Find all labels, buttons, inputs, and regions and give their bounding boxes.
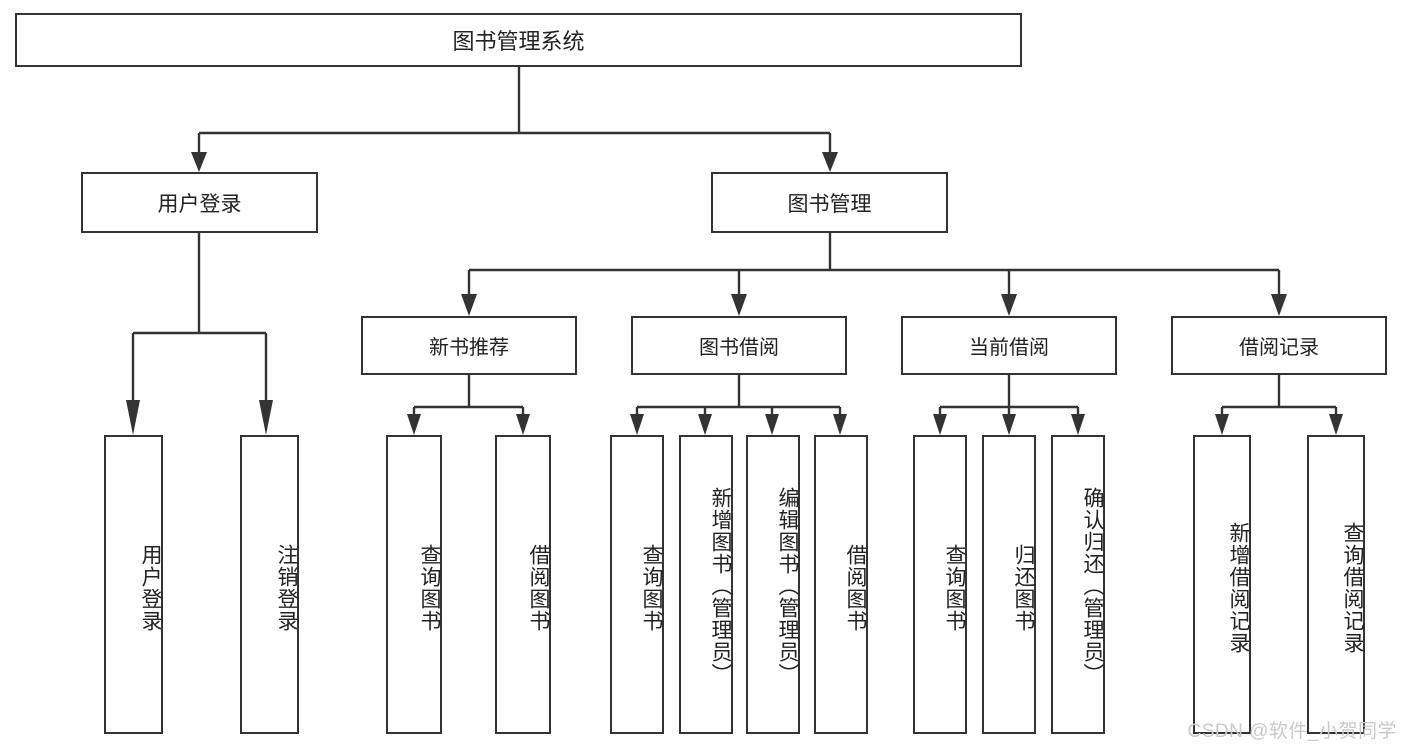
csdn-watermark: CSDN @软件_小贺同学 [1187, 721, 1397, 742]
node-book-management[interactable]: 图书管理 [711, 172, 948, 233]
leaf-add-book-admin[interactable]: 新增图书（管理员） [679, 435, 733, 734]
arrowhead-leaf-1 [126, 400, 140, 435]
node-label: 图书管理 [787, 192, 872, 216]
arrowhead-leaf-13 [1329, 414, 1343, 435]
node-label: 图书借阅 [699, 337, 779, 359]
node-current-borrow[interactable]: 当前借阅 [901, 316, 1117, 375]
node-label: 注销登录 [275, 543, 298, 632]
arrowhead-leaf-6 [698, 414, 712, 435]
node-label: 新书推荐 [429, 337, 509, 359]
node-label: 新增图书（管理员） [709, 486, 732, 685]
node-label: 确认归还（管理员） [1081, 486, 1104, 685]
node-label: 借阅图书 [527, 543, 550, 632]
arrowhead-leaf-5 [630, 414, 644, 435]
arrowhead-book-mgmt [822, 152, 838, 172]
node-borrow-record[interactable]: 借阅记录 [1171, 316, 1387, 375]
leaf-return-book[interactable]: 归还图书 [982, 435, 1036, 734]
arrowhead-leaf-11 [1071, 414, 1085, 435]
node-label: 图书管理系统 [452, 29, 585, 54]
node-root-book-management-system[interactable]: 图书管理系统 [15, 13, 1022, 67]
arrowhead-current-borrow [1001, 294, 1017, 316]
node-label: 借阅记录 [1239, 337, 1319, 359]
leaf-search-book-current[interactable]: 查询图书 [913, 435, 967, 734]
node-user-login[interactable]: 用户登录 [81, 172, 318, 233]
node-label: 新增借阅记录 [1227, 521, 1250, 654]
arrowhead-user-login [191, 152, 207, 172]
arrowhead-borrow [731, 294, 747, 316]
leaf-search-borrow-record[interactable]: 查询借阅记录 [1307, 435, 1365, 734]
node-label: 查询借阅记录 [1341, 521, 1364, 654]
leaf-logout[interactable]: 注销登录 [240, 435, 299, 734]
leaf-borrow-book-recommend[interactable]: 借阅图书 [495, 435, 551, 734]
node-label: 当前借阅 [969, 337, 1049, 359]
arrowhead-leaf-4 [516, 414, 530, 435]
leaf-add-borrow-record[interactable]: 新增借阅记录 [1193, 435, 1251, 734]
node-label: 编辑图书（管理员） [776, 486, 799, 685]
leaf-search-book-borrow[interactable]: 查询图书 [610, 435, 664, 734]
leaf-search-book-recommend[interactable]: 查询图书 [386, 435, 442, 734]
node-new-book-recommend[interactable]: 新书推荐 [361, 316, 577, 375]
arrowhead-leaf-2 [259, 400, 273, 435]
node-book-borrow[interactable]: 图书借阅 [631, 316, 847, 375]
node-label: 借阅图书 [844, 543, 867, 632]
leaf-user-login[interactable]: 用户登录 [104, 435, 163, 734]
node-label: 用户登录 [157, 192, 242, 216]
arrowhead-new-book [461, 294, 477, 316]
leaf-edit-book-admin[interactable]: 编辑图书（管理员） [746, 435, 800, 734]
arrowhead-leaf-8 [833, 414, 847, 435]
arrowhead-leaf-10 [1002, 414, 1016, 435]
arrowhead-leaf-3 [407, 414, 421, 435]
arrowhead-leaf-9 [933, 414, 947, 435]
arrowhead-leaf-12 [1215, 414, 1229, 435]
node-label: 用户登录 [139, 543, 162, 632]
arrowhead-leaf-7 [765, 414, 779, 435]
leaf-borrow-book[interactable]: 借阅图书 [814, 435, 868, 734]
node-label: 查询图书 [418, 543, 441, 632]
node-label: 查询图书 [943, 543, 966, 632]
leaf-confirm-return-admin[interactable]: 确认归还（管理员） [1051, 435, 1105, 734]
arrowhead-borrow-record [1271, 294, 1287, 316]
node-label: 查询图书 [640, 543, 663, 632]
node-label: 归还图书 [1012, 543, 1035, 632]
